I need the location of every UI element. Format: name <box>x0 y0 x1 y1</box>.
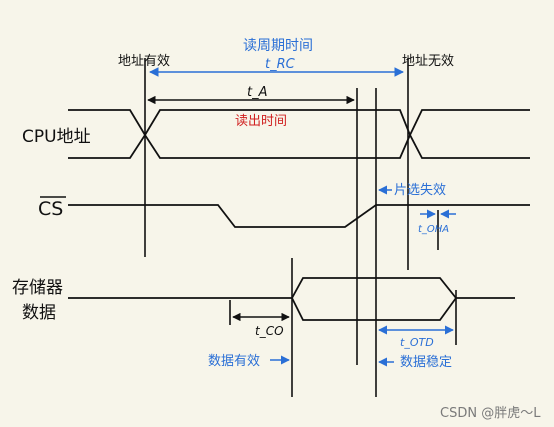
addr-invalid-label: 地址无效 <box>402 54 454 69</box>
cs-label: CS <box>38 198 63 220</box>
cs-waveform <box>68 204 530 228</box>
top-title: 读周期时间 <box>243 37 313 54</box>
addr-valid-label: 地址有效 <box>118 54 170 69</box>
toha-label: t_OHA <box>418 224 449 235</box>
watermark: CSDN @胖虎～L <box>440 406 541 421</box>
memory-data-waveform <box>68 277 515 321</box>
vertical-reference-lines <box>144 58 457 397</box>
cpu-address-waveform <box>68 109 530 159</box>
tco-label: t_CO <box>255 324 284 338</box>
trc-label: t_RC <box>265 57 296 72</box>
cpu-addr-label: CPU地址 <box>22 127 91 147</box>
read-time-label: 读出时间 <box>235 114 287 129</box>
totd-label: t_OTD <box>400 336 434 349</box>
memory-label-line1: 存储器 <box>12 278 63 298</box>
ta-label: t_A <box>247 85 268 100</box>
data-valid-label: 数据有效 <box>208 354 260 369</box>
chip-invalid-label: 片选失效 <box>394 183 446 198</box>
data-stable-label: 数据稳定 <box>400 354 452 370</box>
memory-label-line2: 数据 <box>22 303 56 323</box>
